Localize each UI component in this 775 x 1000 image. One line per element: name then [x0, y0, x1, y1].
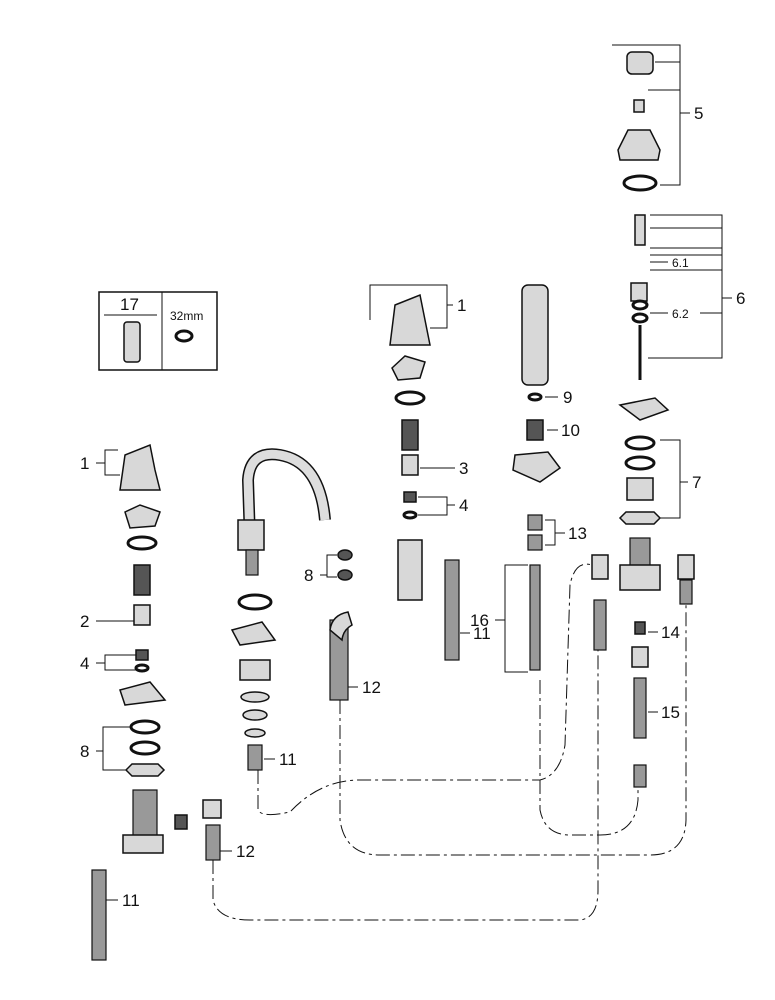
washer-icon: [174, 329, 194, 343]
callout-6-2: 6.2: [672, 307, 689, 321]
cold-valve-assembly: [91, 443, 232, 961]
callout-11-valve: 11: [473, 624, 491, 643]
callout-10: 10: [561, 421, 580, 440]
callout-6: 6: [736, 289, 745, 308]
diverter-valve-body: [591, 397, 695, 788]
kit-number: 17: [120, 295, 139, 314]
service-kit-box: 17 32mm: [98, 291, 218, 371]
callout-5: 5: [694, 104, 703, 123]
callout-3: 3: [459, 459, 468, 478]
hot-valve-assembly: [329, 284, 470, 701]
callout-2: 2: [80, 612, 89, 631]
callout-11-left: 11: [122, 891, 140, 910]
callout-9: 9: [563, 388, 572, 407]
kit-size: 32mm: [170, 309, 203, 323]
callout-16: 16: [470, 611, 489, 630]
callout-6-1: 6.1: [672, 256, 689, 270]
callout-12-spout: 12: [362, 678, 381, 697]
callout-1-right: 1: [457, 296, 466, 315]
callout-11-spout: 11: [279, 750, 297, 769]
callout-4-right: 4: [459, 496, 468, 515]
callout-13: 13: [568, 524, 587, 543]
callout-15: 15: [661, 703, 680, 722]
callout-7: 7: [692, 473, 701, 492]
hand-shower-assembly: [495, 284, 565, 673]
shower-diverter-handle-assembly: [612, 44, 732, 380]
cartridge-icon: [123, 321, 141, 363]
callout-4-left: 4: [80, 654, 89, 673]
callout-8-spout: 8: [304, 566, 313, 585]
hose-lines: [212, 563, 687, 921]
spout-assembly: [230, 448, 353, 771]
callout-12-left: 12: [236, 842, 255, 861]
callout-labels: 5 6 6.1 6.2 1 9 10 1 3 7 4 13 8 2 11 16 …: [80, 104, 745, 910]
callout-1-left: 1: [80, 454, 89, 473]
callout-8-left: 8: [80, 742, 89, 761]
callout-14: 14: [661, 623, 680, 642]
